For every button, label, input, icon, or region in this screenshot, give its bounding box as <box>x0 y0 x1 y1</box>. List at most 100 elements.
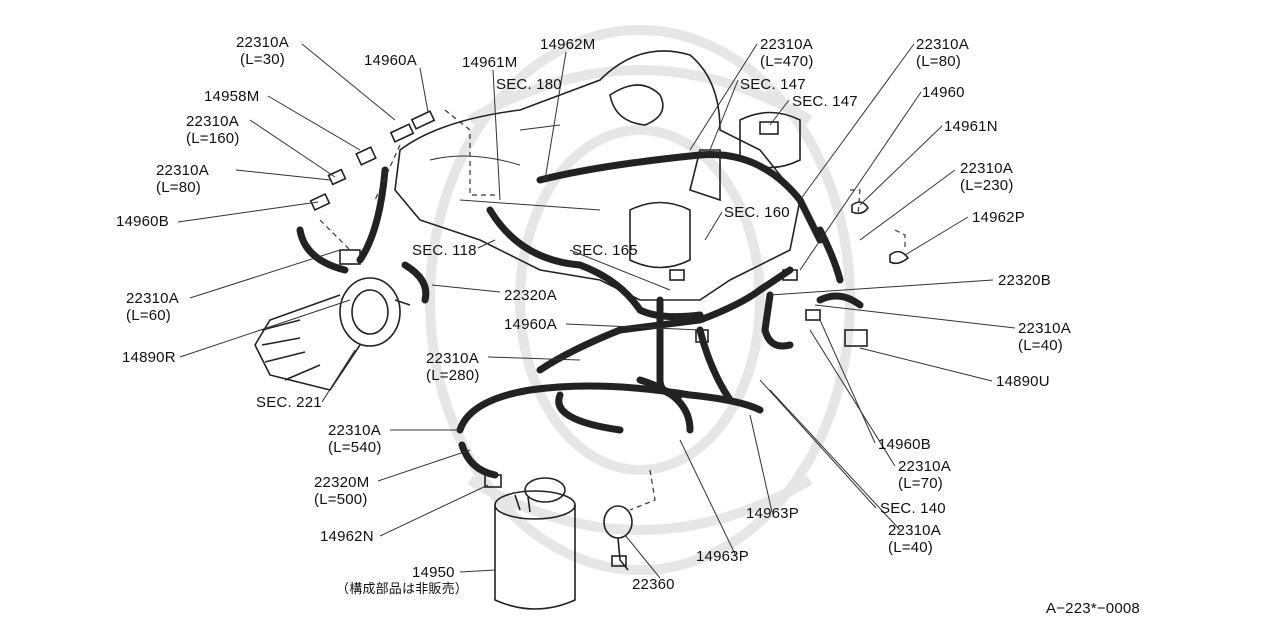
label-14960A-mid[interactable]: 14960A <box>504 316 557 333</box>
label-14890U[interactable]: 14890U <box>996 373 1050 390</box>
label-22310A-L280[interactable]: 22310A (L=280) <box>426 350 480 384</box>
vacuum-hoses <box>296 151 864 479</box>
label-14958M[interactable]: 14958M <box>204 88 259 105</box>
part-code: 22320B <box>998 272 1051 289</box>
part-length: (L=70) <box>898 475 943 492</box>
label-22310A-L60[interactable]: 22310A (L=60) <box>126 290 179 324</box>
section-ref: SEC. 165 <box>572 242 638 259</box>
part-code: 22310A <box>126 290 179 307</box>
label-sec221[interactable]: SEC. 221 <box>256 394 322 411</box>
part-length: (L=80) <box>156 179 201 196</box>
label-22310A-L30[interactable]: 22310A (L=30) <box>236 34 289 68</box>
part-code: 22310A <box>916 36 969 53</box>
leader-lines <box>177 43 1016 579</box>
part-code: 14960A <box>504 316 557 333</box>
section-ref: SEC. 140 <box>880 500 946 517</box>
label-14960B-left[interactable]: 14960B <box>116 213 169 230</box>
label-14960-right[interactable]: 14960 <box>922 84 965 101</box>
label-sec147-b[interactable]: SEC. 147 <box>792 93 858 110</box>
diagram-code: A−223*−0008 <box>1046 600 1140 617</box>
part-note: （構成部品は非販売） <box>336 582 469 597</box>
label-sec118[interactable]: SEC. 118 <box>412 242 477 259</box>
part-code: 14890U <box>996 373 1050 390</box>
label-14963P-b[interactable]: 14963P <box>696 548 749 565</box>
label-22320A[interactable]: 22320A <box>504 287 557 304</box>
label-sec147-a[interactable]: SEC. 147 <box>740 76 806 93</box>
part-length: (L=40) <box>1018 337 1063 354</box>
label-22310A-L40-bottom[interactable]: 22310A (L=40) <box>888 522 941 556</box>
fittings <box>309 110 910 488</box>
section-ref: SEC. 160 <box>724 204 790 221</box>
engine-block <box>394 50 801 301</box>
part-code: 22360 <box>632 576 675 593</box>
label-14963P-a[interactable]: 14963P <box>746 505 799 522</box>
label-14962M[interactable]: 14962M <box>540 36 595 53</box>
section-ref: SEC. 180 <box>496 76 562 93</box>
part-code: 14961M <box>462 54 518 71</box>
label-14890R[interactable]: 14890R <box>122 349 176 366</box>
label-sec180[interactable]: SEC. 180 <box>496 76 562 93</box>
part-code: 14962M <box>540 36 596 53</box>
label-22310A-L540[interactable]: 22310A (L=540) <box>328 422 382 456</box>
part-code: 22310A <box>898 458 951 475</box>
part-code: 14963P <box>746 505 799 522</box>
part-code: 22310A <box>186 113 239 130</box>
label-14960B-right[interactable]: 14960B <box>878 436 931 453</box>
part-code: 14950 <box>412 564 455 581</box>
part-code: 14960 <box>922 84 965 101</box>
label-22310A-L80-right[interactable]: 22310A (L=80) <box>916 36 969 70</box>
distributor-14890R <box>254 277 411 391</box>
part-code: 14961N <box>944 118 998 135</box>
label-sec165[interactable]: SEC. 165 <box>572 242 638 259</box>
vacuum-valve-22360 <box>603 505 633 571</box>
part-code: 22310A <box>328 422 381 439</box>
part-code: 22310A <box>960 160 1013 177</box>
label-22310A-L230[interactable]: 22310A (L=230) <box>960 160 1014 194</box>
part-code: 22310A <box>236 34 289 51</box>
label-22320B[interactable]: 22320B <box>998 272 1051 289</box>
canister-14950 <box>494 477 576 610</box>
label-sec160[interactable]: SEC. 160 <box>724 204 790 221</box>
label-22320M-L500[interactable]: 22320M (L=500) <box>314 474 369 508</box>
section-ref: SEC. 221 <box>256 394 322 411</box>
part-code: 14958M <box>204 88 260 105</box>
label-14962P[interactable]: 14962P <box>972 209 1025 226</box>
part-length: (L=40) <box>888 539 933 556</box>
label-sec140[interactable]: SEC. 140 <box>880 500 946 517</box>
label-22360[interactable]: 22360 <box>632 576 675 593</box>
part-code: 14890R <box>122 349 176 366</box>
part-code: 14960B <box>116 213 169 230</box>
part-length: (L=470) <box>760 53 814 70</box>
label-14960A-top[interactable]: 14960A <box>364 52 417 69</box>
part-code: 22320A <box>504 287 557 304</box>
part-length: (L=280) <box>426 367 480 384</box>
part-code: 14963P <box>696 548 749 565</box>
label-22310A-L80-left[interactable]: 22310A (L=80) <box>156 162 209 196</box>
section-ref: SEC. 147 <box>740 76 806 93</box>
part-length: (L=30) <box>240 51 285 68</box>
label-22310A-L470[interactable]: 22310A (L=470) <box>760 36 814 70</box>
part-code: 22320M <box>314 474 370 491</box>
part-code: 22310A <box>1018 320 1071 337</box>
section-ref: SEC. 147 <box>792 93 858 110</box>
label-14962N[interactable]: 14962N <box>320 528 374 545</box>
label-22310A-L160[interactable]: 22310A (L=160) <box>186 113 240 147</box>
label-22310A-L40-right[interactable]: 22310A (L=40) <box>1018 320 1071 354</box>
part-code: 14960A <box>364 52 417 69</box>
label-14961M[interactable]: 14961M <box>462 54 517 71</box>
part-length: (L=160) <box>186 130 240 147</box>
part-code: 22310A <box>426 350 479 367</box>
part-length: (L=540) <box>328 439 382 456</box>
part-length: (L=230) <box>960 177 1014 194</box>
part-length: (L=80) <box>916 53 961 70</box>
part-code: 14960B <box>878 436 931 453</box>
part-code: 22310A <box>888 522 941 539</box>
label-22310A-L70[interactable]: 22310A (L=70) <box>898 458 951 492</box>
part-code: 22310A <box>156 162 209 179</box>
part-length: (L=500) <box>314 491 368 508</box>
label-14950[interactable]: 14950 （構成部品は非販売） <box>336 564 468 598</box>
label-14961N[interactable]: 14961N <box>944 118 998 135</box>
part-code: 22310A <box>760 36 813 53</box>
part-code: 14962P <box>972 209 1025 226</box>
